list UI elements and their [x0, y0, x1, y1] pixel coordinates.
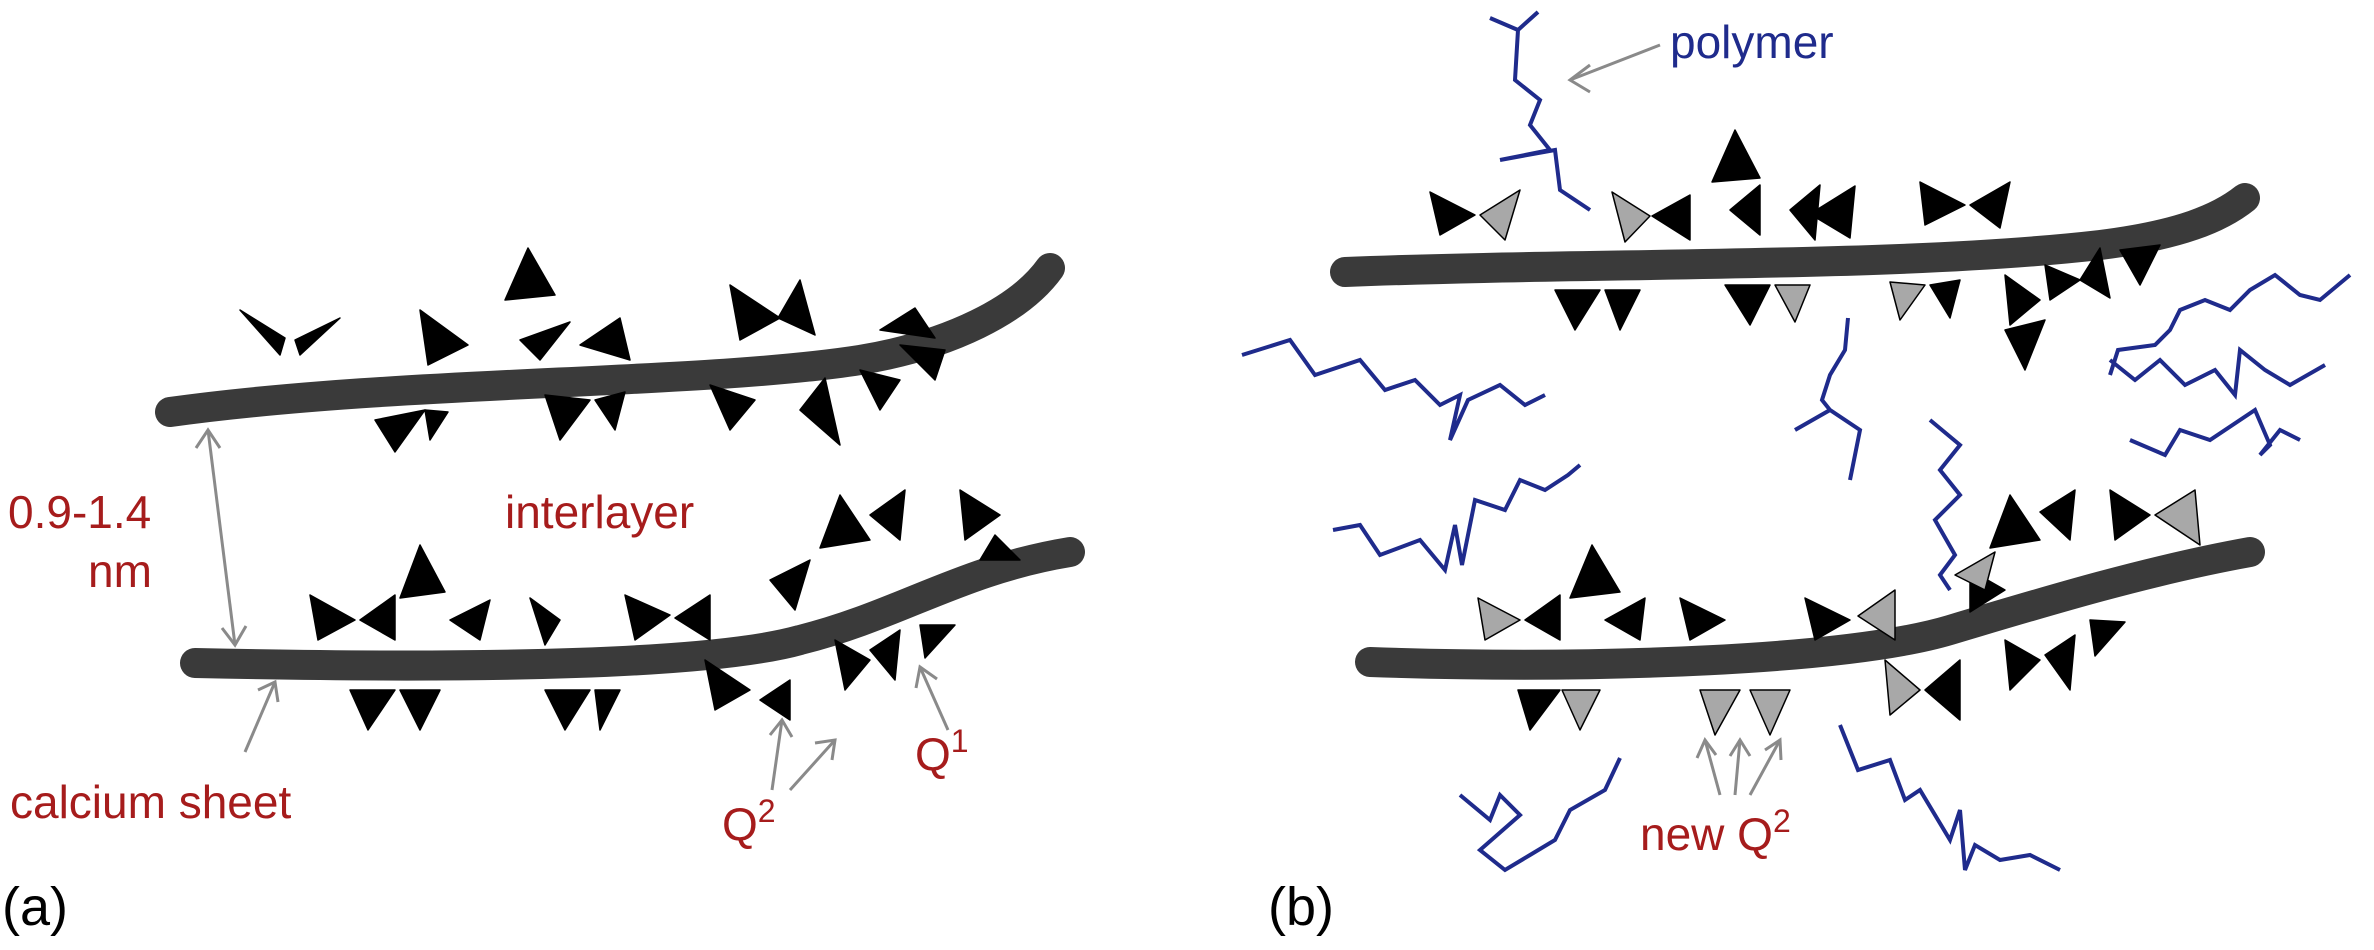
- calcium-sheet-arrow: [243, 679, 280, 753]
- spacing-label-line1: 0.9-1.4: [8, 486, 151, 538]
- q2-arrows: [768, 717, 837, 792]
- polymer-chain-right-2: [2129, 407, 2301, 458]
- q1-arrow: [914, 664, 950, 731]
- calcium-sheet-bottom-b: [1355, 537, 2265, 680]
- spacing-label-line2: nm: [88, 545, 152, 597]
- polymer-chain-right-1: [2108, 346, 2326, 401]
- polymer-chains: [1241, 10, 2352, 873]
- silicate-chain-top-b: [1429, 129, 2161, 371]
- new-q2-arrows: [1695, 737, 1783, 796]
- panel-a: 0.9-1.4 nm interlayer calcium sheet Q2 Q…: [2, 247, 1085, 937]
- interlayer-label: interlayer: [505, 486, 694, 538]
- calcium-sheet-label: calcium sheet: [10, 776, 291, 828]
- panel-a-label: (a): [2, 877, 68, 937]
- silicate-chain-bottom-b: [1477, 489, 2201, 736]
- panel-b: polymer new Q2 (b): [1241, 10, 2352, 937]
- panel-b-label: (b): [1268, 877, 1334, 937]
- calcium-sheet-bottom-a: [180, 537, 1085, 681]
- polymer-arrow: [1567, 43, 1661, 94]
- polymer-chain-left-1: [1241, 337, 1546, 441]
- spacing-arrow: [194, 427, 248, 648]
- polymer-chain-center: [1794, 317, 1863, 481]
- polymer-label: polymer: [1670, 16, 1834, 68]
- silicate-chain-top-a: [239, 247, 946, 453]
- polymer-chain-top: [1489, 10, 1592, 212]
- polymer-chain-left-2: [1332, 463, 1582, 575]
- polymer-chain-bottom-center: [1838, 724, 2061, 872]
- polymer-chain-center-2: [1928, 418, 1963, 592]
- calcium-sheet-top-a: [155, 253, 1065, 427]
- silicate-chain-bottom-a: [309, 489, 1021, 731]
- q2-label: Q2: [722, 793, 776, 850]
- new-q2-label: new Q2: [1640, 803, 1791, 860]
- calcium-sheet-top-b: [1330, 183, 2260, 287]
- polymer-chain-right-top: [2108, 272, 2352, 376]
- q1-label: Q1: [915, 723, 969, 780]
- polymer-chain-bottom-left: [1458, 757, 1622, 873]
